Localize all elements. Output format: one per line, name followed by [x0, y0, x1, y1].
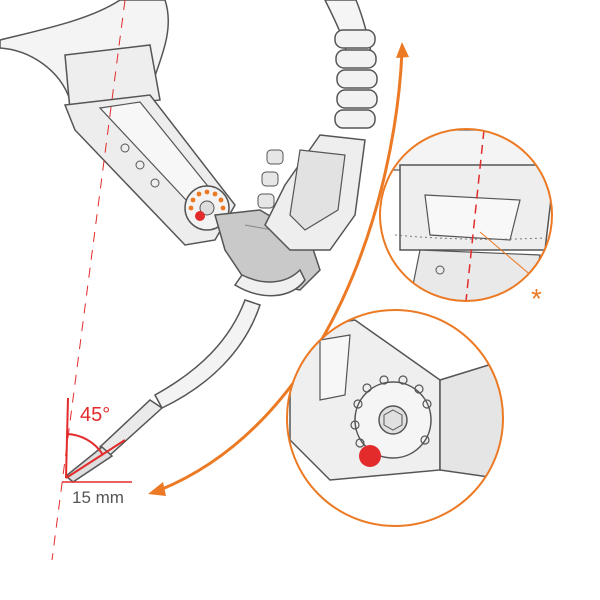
torch-neck: [64, 268, 306, 483]
hub-marker-dot: [195, 211, 205, 221]
distance-label: 15 mm: [72, 488, 124, 507]
robot-arm-body: [0, 0, 169, 111]
angle-label: 45°: [80, 404, 111, 426]
marker-asterisk: *: [531, 283, 542, 314]
detail-circle-upper: [379, 128, 553, 302]
detail-circle-lower: [286, 309, 504, 527]
torch-body: [257, 134, 366, 251]
motion-arc: [148, 42, 409, 496]
angle-indicator: [62, 397, 132, 483]
vertical-reference-line: [51, 0, 126, 561]
cable-hose: [324, 0, 378, 129]
lower-marker-dot: [359, 445, 381, 467]
